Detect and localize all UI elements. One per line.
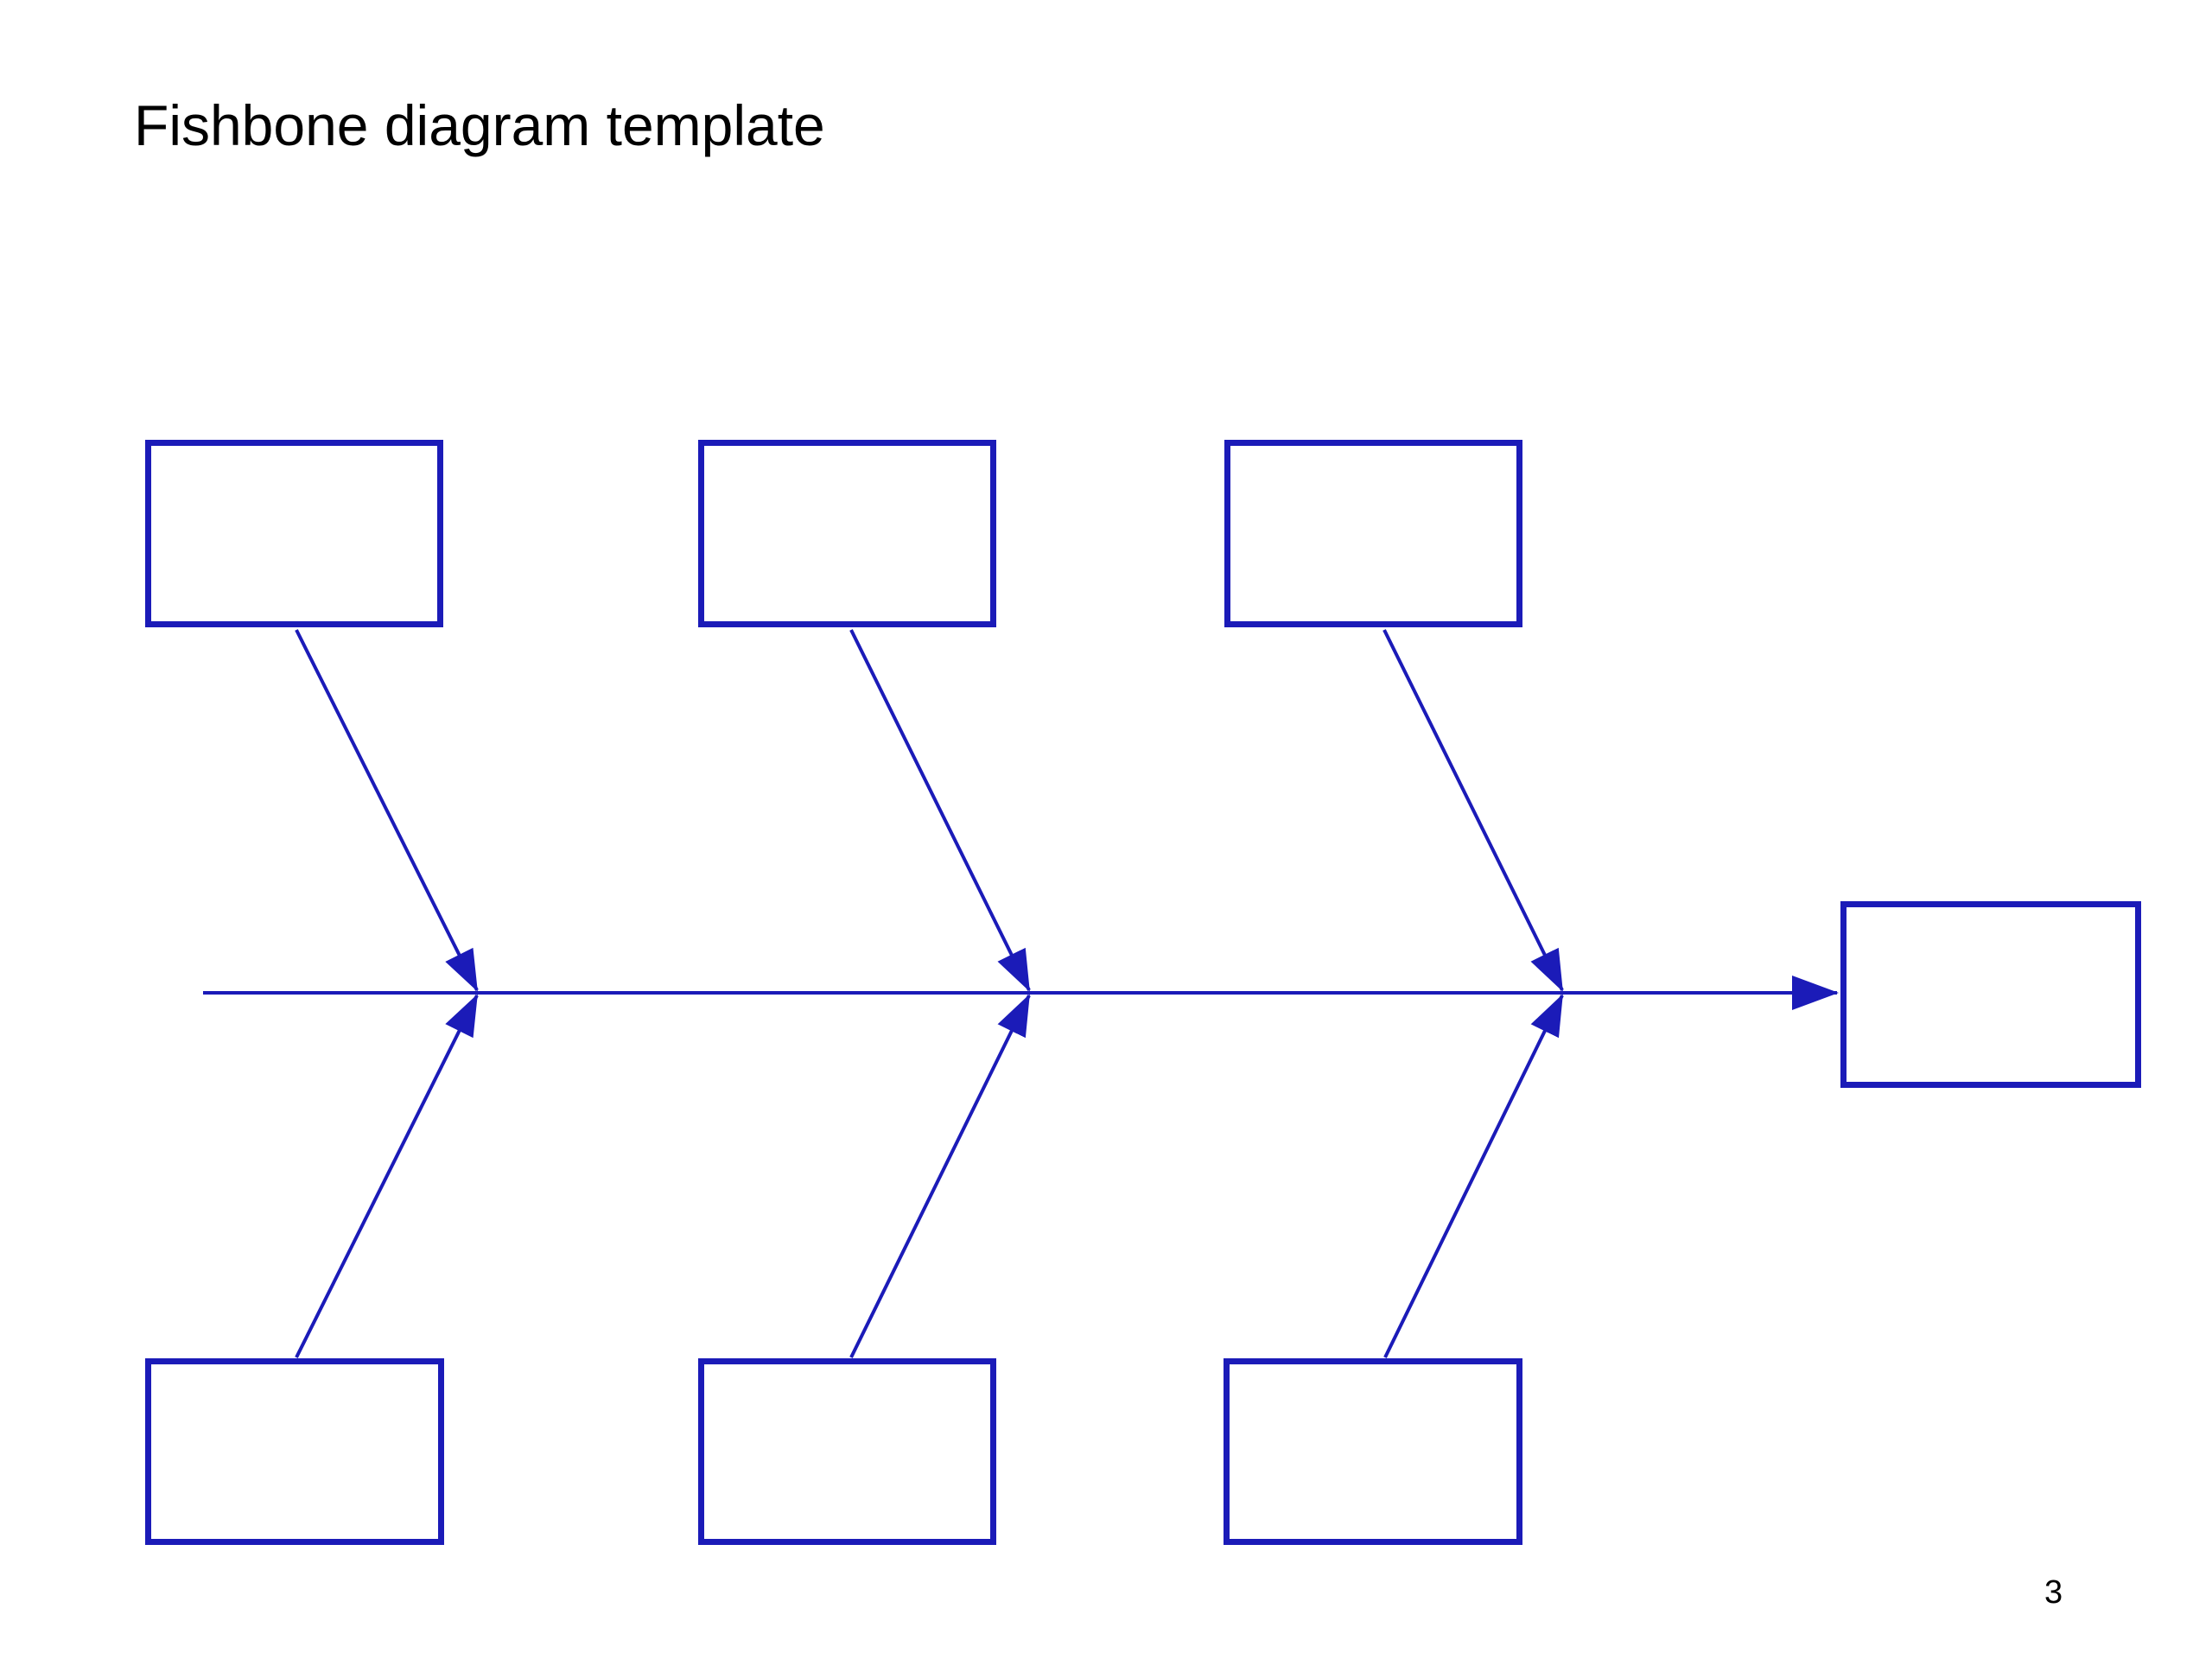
cause-box-top-middle[interactable]: [698, 440, 996, 627]
cause-box-bottom-middle[interactable]: [698, 1358, 996, 1545]
cause-box-bottom-left[interactable]: [145, 1358, 444, 1545]
bone-bottom-2: [849, 994, 1031, 1358]
cause-box-top-left[interactable]: [145, 440, 443, 627]
bone-top-2: [849, 629, 1031, 992]
bone-top-3: [1382, 629, 1564, 992]
effect-box[interactable]: [1840, 901, 2141, 1088]
bone-bottom-3: [1383, 994, 1564, 1358]
cause-box-top-right[interactable]: [1224, 440, 1522, 627]
page-title: Fishbone diagram template: [134, 93, 825, 157]
cause-box-bottom-right[interactable]: [1224, 1358, 1522, 1545]
bone-bottom-1: [295, 994, 479, 1358]
page-number: 3: [2044, 1574, 2063, 1611]
bone-top-1: [295, 629, 479, 992]
